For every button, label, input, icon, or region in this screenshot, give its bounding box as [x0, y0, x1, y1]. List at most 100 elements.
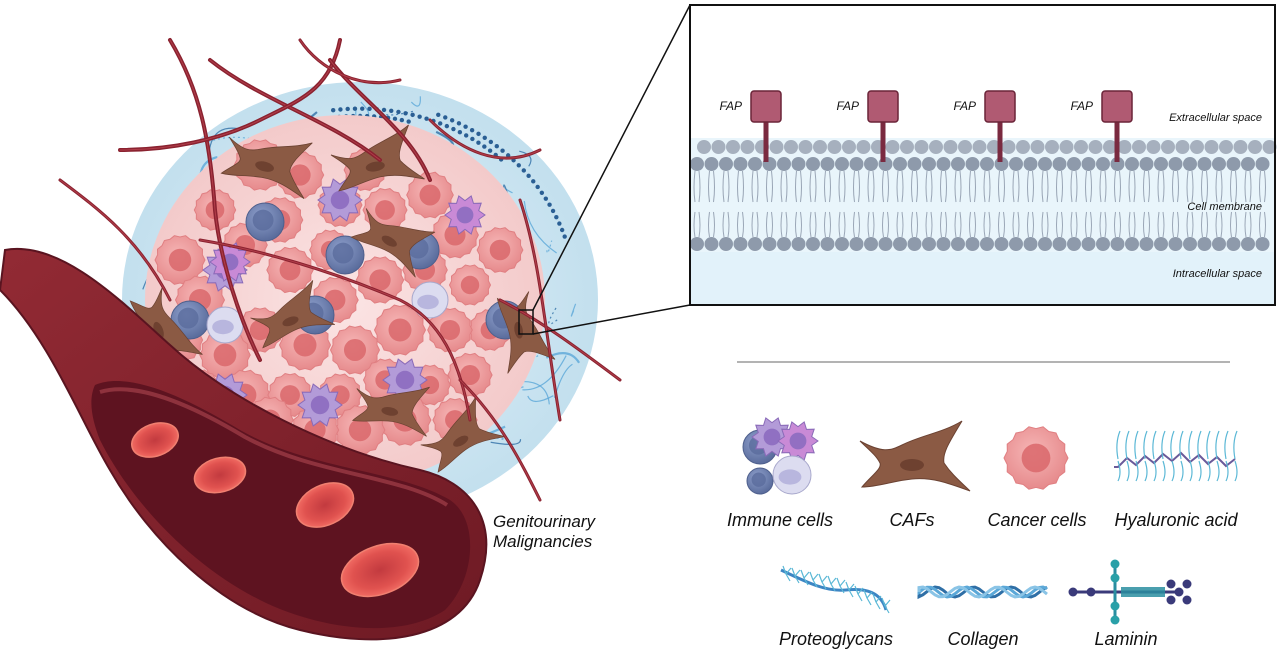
- phospholipid-tail: [824, 211, 831, 238]
- phospholipid-tail: [940, 211, 947, 238]
- ecm-bead: [554, 214, 559, 220]
- intracellular-region: [691, 252, 1274, 304]
- phospholipid-head: [1226, 237, 1241, 251]
- phospholipid-head: [1023, 157, 1038, 171]
- ecm-fiber: [519, 150, 532, 167]
- cancer-cell-nucleus: [279, 259, 301, 281]
- hyaluronic-branch: [1116, 430, 1121, 482]
- phospholipid-tail: [751, 170, 759, 203]
- ecm-bead: [463, 124, 468, 129]
- phospholipid-head: [711, 140, 726, 154]
- phospholipid-tail: [809, 170, 817, 203]
- phospholipid-head: [994, 237, 1009, 251]
- phospholipid-tail: [737, 170, 744, 203]
- phospholipid-tail: [751, 211, 759, 238]
- phospholipid-head: [893, 237, 907, 251]
- ecm-bead: [396, 109, 401, 115]
- phospholipid-tail: [1070, 211, 1078, 238]
- granulocyte-nucleus: [778, 469, 802, 485]
- tumor-label-line1: Genitourinary: [493, 512, 597, 531]
- phospholipid-head: [856, 140, 871, 154]
- ecm-bead: [476, 140, 481, 145]
- hyaluronic-branch: [1179, 430, 1184, 482]
- ecm-bead: [539, 190, 545, 195]
- phospholipid-tail: [766, 211, 773, 238]
- legend-icon-hyaluronic-acid: [1114, 430, 1238, 482]
- phospholipid-head: [849, 237, 864, 251]
- phospholipid-head: [1067, 237, 1081, 251]
- ecm-bead: [403, 111, 408, 116]
- lymphocyte-nucleus: [751, 472, 766, 487]
- ecm-bead: [469, 127, 475, 133]
- phospholipid-head: [719, 237, 733, 251]
- phospholipid-tail: [1041, 170, 1049, 203]
- capillary-highlight: [169, 39, 261, 361]
- phospholipid-tail: [853, 211, 860, 238]
- phospholipid-head: [980, 237, 994, 251]
- extracellular-region: [691, 6, 1274, 138]
- phospholipid-tail: [1085, 170, 1092, 203]
- ecm-bead: [547, 202, 552, 207]
- phospholipid-tail: [867, 170, 875, 203]
- phospholipid-tail: [708, 211, 715, 238]
- phospholipid-tail: [1012, 170, 1020, 203]
- legend-icon-collagen: [917, 585, 1048, 600]
- tumor-blood-vessels: [58, 38, 622, 502]
- fap-label: FAP: [720, 99, 742, 113]
- phospholipid-head: [1038, 157, 1052, 171]
- phospholipid-tail: [1128, 211, 1136, 238]
- phospholipid-tail: [940, 170, 947, 203]
- phospholipid-head: [885, 140, 900, 154]
- ecm-bead: [516, 163, 521, 168]
- cancer-cell-nucleus: [343, 338, 367, 362]
- phospholipid-tail: [1244, 211, 1252, 238]
- ecm-fiber: [410, 96, 421, 107]
- phospholipid-head: [1262, 140, 1277, 154]
- zoom-connector-top: [532, 4, 691, 311]
- phospholipid-head: [1030, 140, 1045, 154]
- phospholipid-head: [907, 157, 922, 171]
- caf-cell: [220, 136, 313, 199]
- phospholipid-head: [1110, 237, 1125, 251]
- ecm-bead: [443, 115, 448, 120]
- legend-icon-immune-cells: [742, 417, 819, 495]
- phospholipid-head: [762, 237, 777, 251]
- phospholipid-tail: [1230, 211, 1237, 238]
- hyaluronic-branch: [1143, 430, 1148, 482]
- phospholipid-tail: [1157, 211, 1165, 238]
- ecm-bead: [531, 179, 536, 184]
- intracellular-space-label: Intracellular space: [1173, 268, 1262, 280]
- legend-label-cafs: CAFs: [890, 510, 935, 530]
- phospholipid-tail: [998, 211, 1005, 238]
- phospholipid-head: [1255, 237, 1270, 251]
- legend-icon-laminin: [1068, 559, 1192, 625]
- hyaluronic-branch: [1206, 430, 1211, 482]
- phospholipid-tail: [1230, 170, 1237, 203]
- phospholipid-tail: [882, 211, 889, 238]
- cancer-cell-nucleus: [293, 333, 317, 357]
- capillary-highlight: [519, 199, 561, 421]
- legend-icon-cancer-cells: [1003, 426, 1069, 490]
- ecm-bead: [436, 112, 441, 117]
- hyaluronic-branch: [1125, 430, 1130, 482]
- phospholipid-tail: [1172, 211, 1179, 238]
- ecm-fiber: [527, 395, 554, 403]
- phospholipid-head: [1125, 237, 1139, 251]
- phospholipid-tail: [780, 170, 788, 203]
- phospholipid-head: [777, 237, 791, 251]
- ecm-bead: [526, 173, 531, 179]
- phospholipid-head: [1088, 140, 1103, 154]
- laminin-globule: [1166, 579, 1176, 589]
- cancer-cell-nucleus: [213, 343, 237, 367]
- cancer-cell-nucleus: [1021, 443, 1051, 473]
- phospholipid-head: [827, 140, 842, 154]
- phospholipid-head: [1016, 140, 1030, 154]
- ecm-bead: [437, 121, 443, 126]
- phospholipid-head: [951, 237, 965, 251]
- cancer-cell-nucleus: [460, 275, 480, 295]
- red-blood-cell: [295, 482, 355, 528]
- phospholipid-tail: [1143, 170, 1150, 203]
- phospholipid-tail: [867, 211, 875, 238]
